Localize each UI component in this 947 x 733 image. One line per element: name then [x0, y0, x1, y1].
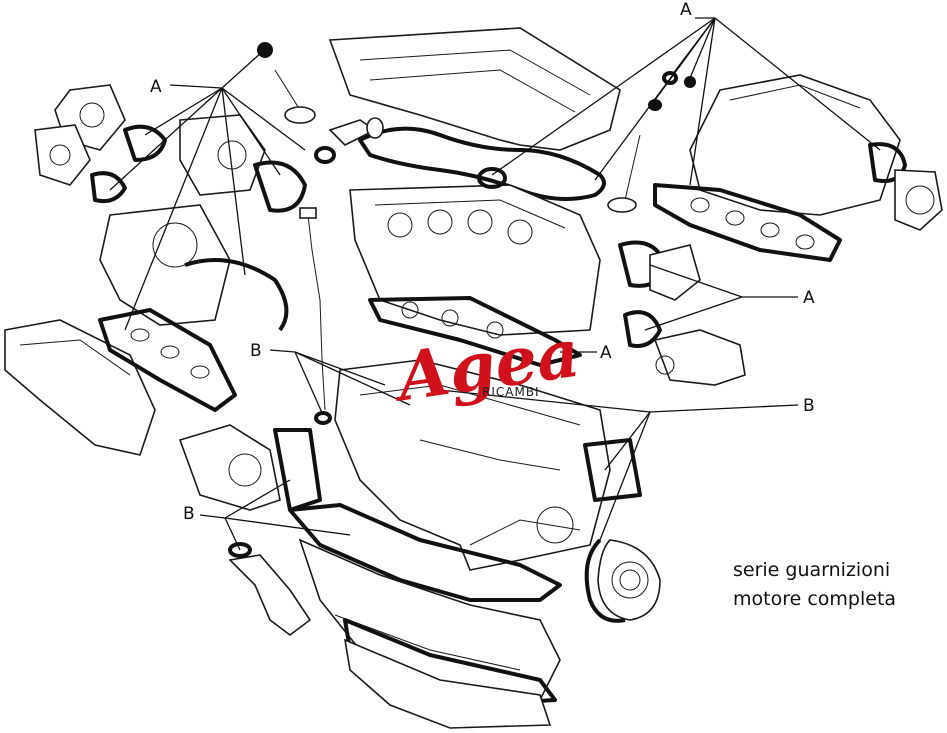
water-outlet: [649, 244, 701, 301]
oil-pump-oring: [228, 542, 252, 558]
exhaust-manifold-gasket: [98, 308, 237, 412]
callout-lines-a-top-right: [491, 17, 881, 186]
oil-pan-gasket: [288, 503, 562, 602]
thermostat-housing: [653, 329, 746, 386]
pump-gasket: [253, 160, 307, 213]
lower-pan: [343, 638, 552, 729]
callout-b-right: B: [803, 396, 815, 416]
head-gasket: [368, 296, 582, 367]
camshaft-seal: [477, 167, 507, 189]
exhaust-manifold: [4, 319, 156, 456]
dipstick-oring: [314, 411, 332, 425]
callout-a-top-left: A: [150, 77, 162, 97]
caption: serie guarnizioni motore completa: [733, 556, 943, 614]
caption-line-1: serie guarnizioni: [733, 559, 891, 581]
valve-right: [607, 134, 641, 213]
engine-block: [334, 359, 611, 571]
oil-strainer: [228, 554, 312, 636]
valve-stem-seals-right: [648, 71, 696, 111]
small-gasket-left-2: [90, 171, 127, 204]
coolant-pipe: [314, 117, 384, 164]
front-cover-gasket: [273, 428, 322, 512]
timing-cover-gasket: [184, 258, 289, 332]
valve-left: [274, 69, 316, 124]
callout-b-left: B: [250, 341, 262, 361]
cylinder-head: [349, 184, 601, 336]
valve-cover: [328, 27, 621, 151]
callout-lines-b-right: [439, 389, 799, 541]
valve-stem-seal-left: [257, 42, 273, 58]
callout-lines-b-bottom: [199, 479, 351, 551]
side-cover-gasket: [583, 438, 642, 502]
fuel-pump: [179, 114, 266, 196]
throttle-body: [894, 169, 943, 231]
callout-b-bottom: B: [183, 504, 195, 524]
timing-cover: [99, 204, 231, 326]
caption-line-2: motore completa: [733, 588, 897, 610]
dipstick-tube: [299, 207, 326, 411]
oil-pump: [178, 424, 281, 511]
intake-plenum: [689, 74, 901, 216]
rear-seal-housing: [584, 538, 661, 623]
logo-sub: RICAMBI: [482, 385, 540, 399]
thermostat-housing-left: [34, 124, 91, 186]
callout-a-top-right: A: [680, 0, 692, 20]
intake-manifold-gasket: [653, 183, 842, 262]
callout-lines-b-left: [269, 349, 411, 416]
plenum-gasket: [868, 142, 907, 183]
valve-cover-gasket: [358, 126, 606, 201]
callout-a-center: A: [600, 343, 612, 363]
callout-a-right: A: [803, 288, 815, 308]
thermostat-gasket: [623, 310, 662, 348]
callout-lines-a-right: [560, 264, 798, 353]
small-gasket-left-1: [123, 124, 167, 162]
callout-lines-a-top-left: [109, 51, 306, 331]
